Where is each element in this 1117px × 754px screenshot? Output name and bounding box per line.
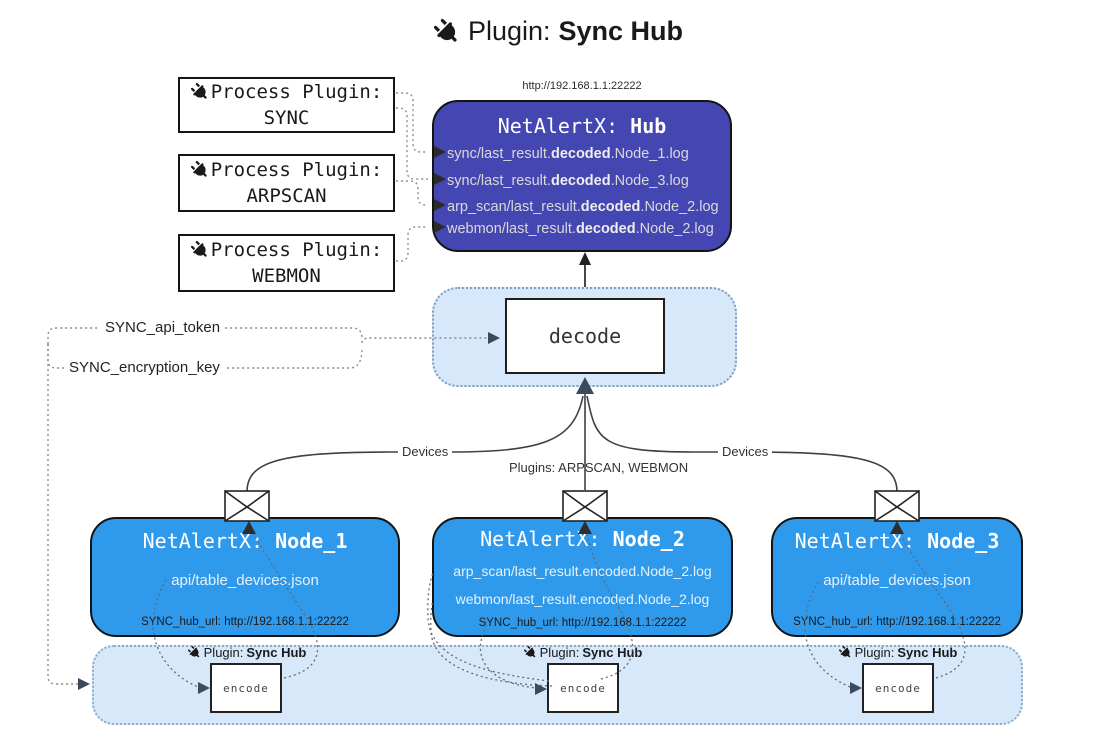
diagram-title: Plugin: Sync Hub	[0, 16, 1117, 47]
node-file: api/table_devices.json	[823, 572, 971, 589]
plug-icon	[838, 645, 850, 658]
hub-log-line: sync/last_result.decoded.Node_1.log	[447, 146, 689, 162]
process-plugin-label: Process Plugin:	[210, 239, 383, 261]
process-plugin-label: Process Plugin:	[210, 159, 383, 181]
process-plugin-label: Process Plugin:	[210, 81, 383, 103]
plugins-center-label: Plugins: ARPSCAN, WEBMON	[509, 460, 689, 475]
node-hub-url: SYNC_hub_url: http://192.168.1.1:22222	[793, 616, 1001, 628]
process-plugin-sync: Process Plugin: SYNC	[178, 77, 395, 133]
hub-title-name: Hub	[630, 114, 667, 138]
encode-box-3: encode	[862, 663, 934, 713]
devices-left-label: Devices	[398, 444, 453, 459]
plug-icon	[190, 240, 207, 257]
hub-title: NetAlertX: Hub	[434, 114, 730, 138]
node-title: NetAlertX: Node_3	[794, 529, 1000, 553]
hub-title-label: NetAlertX:	[497, 114, 619, 138]
encoder-2-label: Plugin:Sync Hub	[498, 645, 668, 660]
plug-icon	[190, 160, 207, 177]
node-3-box: NetAlertX: Node_3 api/table_devices.json…	[771, 517, 1023, 637]
node-file: arp_scan/last_result.encoded.Node_2.log	[453, 563, 712, 579]
hub-log-line: arp_scan/last_result.decoded.Node_2.log	[447, 199, 719, 215]
title-name: Sync Hub	[558, 16, 684, 46]
title-label: Plugin:	[467, 16, 551, 46]
device-curves	[246, 395, 898, 493]
encoder-3-label: Plugin:Sync Hub	[813, 645, 983, 660]
process-plugin-name: WEBMON	[252, 265, 321, 287]
sync-encryption-key-label: SYNC_encryption_key	[64, 359, 225, 376]
plug-icon	[433, 18, 457, 42]
hub-log-line: sync/last_result.decoded.Node_3.log	[447, 173, 689, 189]
hub-url: http://192.168.1.1:22222	[522, 80, 642, 92]
node-1-box: NetAlertX: Node_1 api/table_devices.json…	[90, 517, 400, 637]
encode-box-2: encode	[547, 663, 619, 713]
encode-box-1: encode	[210, 663, 282, 713]
node-hub-url: SYNC_hub_url: http://192.168.1.1:22222	[141, 616, 349, 628]
hub-log-line: webmon/last_result.decoded.Node_2.log	[447, 221, 714, 237]
plug-icon	[190, 82, 207, 99]
node-file: api/table_devices.json	[171, 572, 319, 589]
plug-icon	[187, 645, 199, 658]
decode-box: decode	[505, 298, 665, 374]
process-plugin-webmon: Process Plugin: WEBMON	[178, 234, 395, 292]
strip-input-arrow	[78, 678, 90, 690]
process-plugin-name: SYNC	[263, 107, 310, 129]
hub-input-arrow	[579, 252, 591, 265]
plug-icon	[523, 645, 535, 658]
node-title: NetAlertX: Node_2	[480, 527, 685, 551]
process-plugin-name: ARPSCAN	[246, 185, 327, 207]
process-plugin-arpscan: Process Plugin: ARPSCAN	[178, 154, 395, 212]
node-title: NetAlertX: Node_1	[142, 529, 348, 553]
devices-right-label: Devices	[718, 444, 773, 459]
node-file: webmon/last_result.encoded.Node_2.log	[455, 591, 710, 607]
hub-box: NetAlertX: Hub sync/last_result.decoded.…	[432, 100, 732, 252]
sync-api-token-label: SYNC_api_token	[100, 319, 226, 336]
plugin-to-hub-links	[396, 92, 428, 262]
node-hub-url: SYNC_hub_url: http://192.168.1.1:22222	[478, 617, 687, 629]
node-2-box: NetAlertX: Node_2 arp_scan/last_result.e…	[432, 517, 733, 637]
encoder-1-label: Plugin:Sync Hub	[162, 645, 332, 660]
